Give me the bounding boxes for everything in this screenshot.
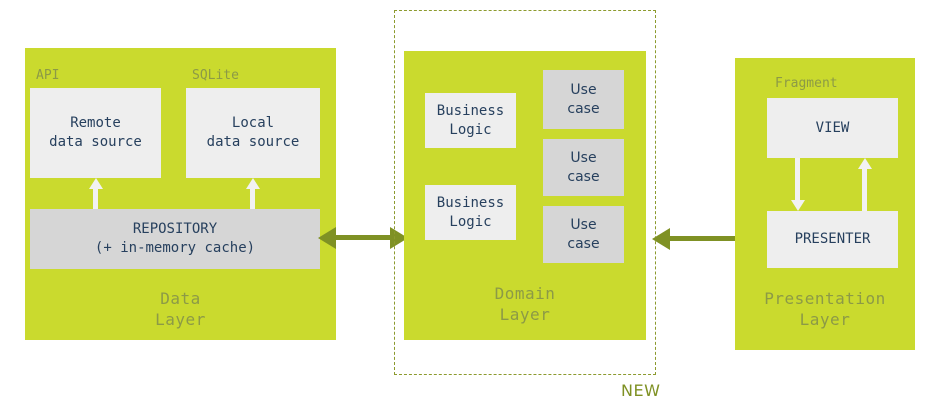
use-case-box-1[interactable]: Use case <box>543 70 624 129</box>
view-to-presenter-arrow-shaft <box>795 158 800 200</box>
repository-to-remote-arrow-shaft <box>93 189 98 209</box>
repository-to-local-arrow-shaft <box>250 189 255 209</box>
use-case-box-3[interactable]: Use case <box>543 206 624 263</box>
repository-to-local-arrow-head <box>245 178 260 189</box>
api-tag: API <box>36 68 60 83</box>
domain-presentation-connector-head-left <box>652 227 670 250</box>
domain-presentation-connector-shaft <box>664 236 764 241</box>
business-logic-box-1[interactable]: Business Logic <box>425 93 516 148</box>
presenter-to-view-arrow-head <box>857 158 872 169</box>
sqlite-tag: SQLite <box>192 68 239 83</box>
presenter-to-view-arrow-shaft <box>862 169 867 211</box>
use-case-box-2[interactable]: Use case <box>543 139 624 196</box>
data-domain-connector-shaft <box>330 235 396 240</box>
fragment-tag: Fragment <box>775 76 838 91</box>
data-layer-caption: Data Layer <box>155 289 206 329</box>
local-data-source-box[interactable]: Local data source <box>186 88 320 178</box>
repository-to-remote-arrow-head <box>88 178 103 189</box>
data-domain-connector-head-left <box>318 226 336 249</box>
repository-box[interactable]: REPOSITORY (+ in-memory cache) <box>30 209 320 269</box>
remote-data-source-box[interactable]: Remote data source <box>30 88 161 178</box>
new-badge-label: NEW <box>621 381 661 400</box>
presenter-box[interactable]: PRESENTER <box>767 211 898 268</box>
view-box[interactable]: VIEW <box>767 98 898 158</box>
presentation-layer-caption: Presentation Layer <box>764 289 886 329</box>
view-to-presenter-arrow-head <box>790 200 805 211</box>
new-domain-dashed-frame <box>394 10 656 375</box>
domain-layer-caption: Domain Layer <box>494 284 556 324</box>
business-logic-box-2[interactable]: Business Logic <box>425 185 516 240</box>
